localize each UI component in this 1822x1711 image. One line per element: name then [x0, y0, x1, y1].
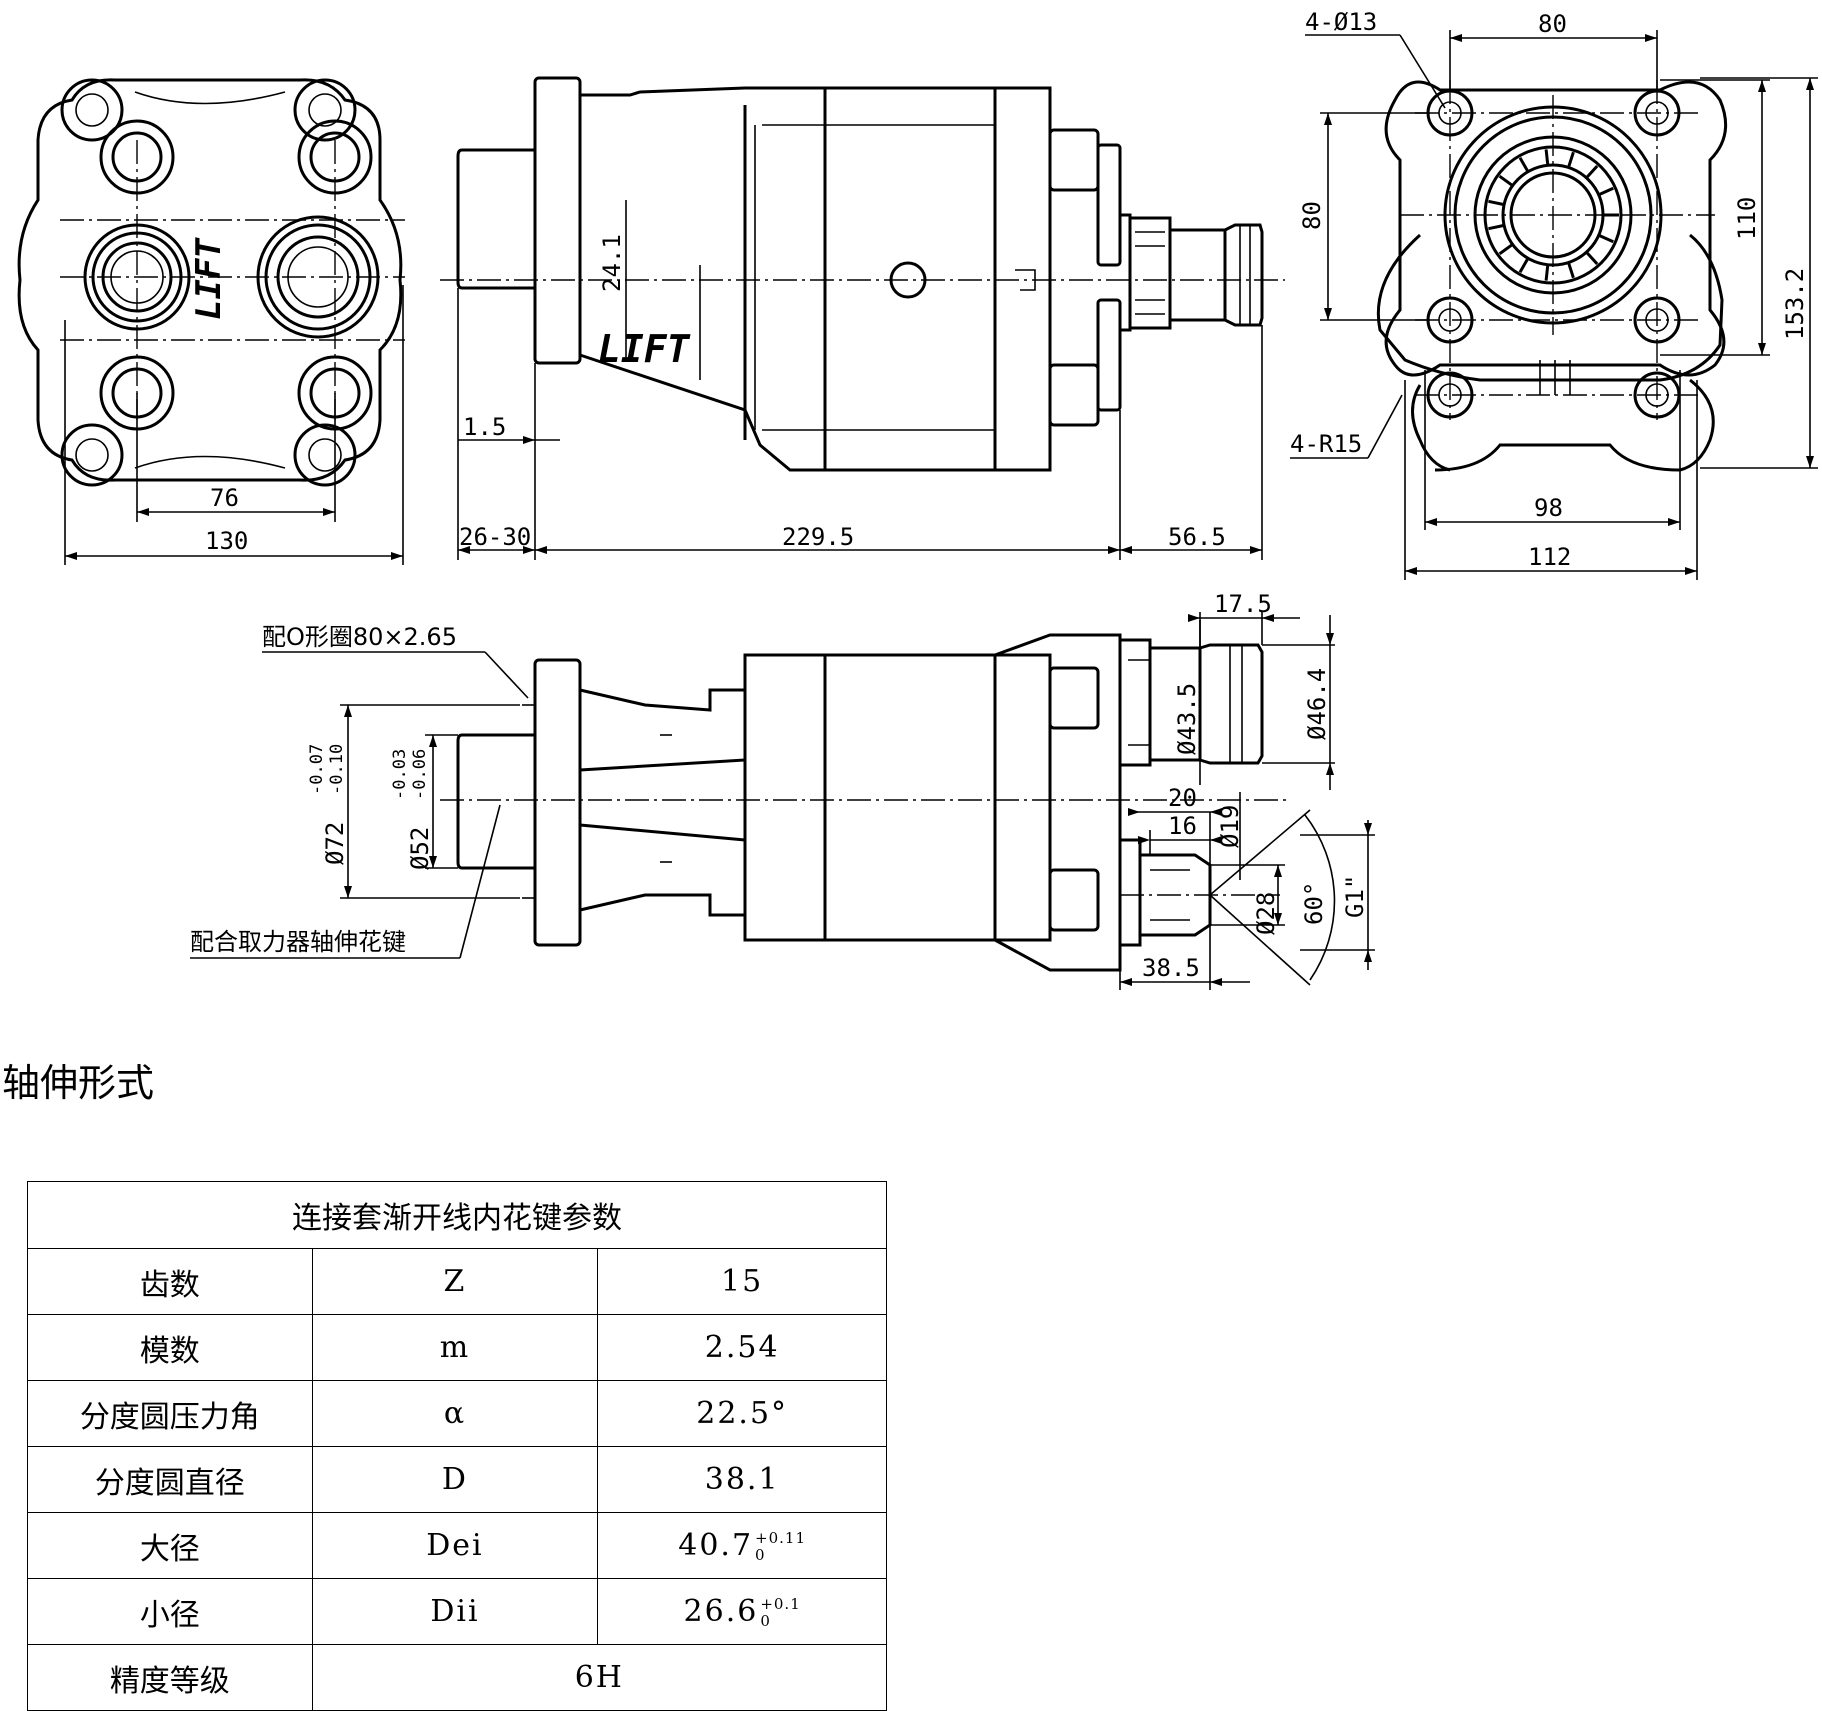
spline-tooth: [1518, 157, 1530, 173]
dim-angle: 60°: [1300, 882, 1328, 925]
dim-bottom-inner: 98: [1534, 494, 1563, 522]
param-value: 26.6: [683, 1593, 759, 1629]
spline-parameter-table: 连接套渐开线内花键参数 齿数 Z 15 模数 m 2.54 分度圆压力角 α 2…: [27, 1181, 888, 1711]
table-row: 齿数 Z 15: [27, 1248, 887, 1315]
flange-view: 4-Ø13 4-R15 80 80 110 153.2 98: [1290, 8, 1818, 580]
table-row: 精度等级 6H: [27, 1644, 888, 1711]
tolerance-upper: +0.1: [760, 1594, 801, 1613]
spline-tooth: [1488, 223, 1505, 231]
tol-pilot-upper: -0.03: [390, 749, 410, 800]
param-name: 小径: [27, 1578, 313, 1645]
label-spline: 配合取力器轴伸花键: [190, 928, 406, 956]
param-name: 分度圆压力角: [27, 1380, 313, 1447]
table-title: 连接套渐开线内花键参数: [27, 1181, 887, 1249]
table-row: 分度圆压力角 α 22.5°: [27, 1380, 887, 1447]
dim-port-len: 17.5: [1214, 590, 1272, 618]
spline-tooth: [1567, 151, 1575, 168]
front-view: LIFT 76 130: [17, 78, 405, 565]
spline-tooth: [1585, 164, 1599, 179]
front-logo: LIFT: [189, 237, 229, 320]
dim-flange-dia: Ø72: [321, 822, 349, 865]
dim-dia28: Ø28: [1252, 892, 1280, 935]
spline-tooth: [1598, 233, 1614, 244]
param-name: 大径: [27, 1512, 313, 1579]
side-view: LIFT 24.1 1.5 26-30 229.5 56.5: [440, 76, 1285, 560]
side-logo: LIFT: [598, 327, 691, 371]
dim-top: 80: [1538, 10, 1567, 38]
param-symbol: m: [311, 1314, 599, 1381]
spline-tooth: [1567, 262, 1575, 279]
tolerance-lower: 0: [760, 1611, 771, 1630]
dim-20: 20: [1168, 784, 1197, 812]
spline-tooth: [1488, 199, 1505, 207]
spline-tooth: [1518, 257, 1530, 273]
dim-offset: 24.1: [598, 234, 626, 292]
spline-tooth: [1498, 174, 1514, 187]
dim-thread: G1": [1341, 875, 1369, 918]
tol-flange-upper: -0.07: [307, 744, 327, 795]
dim-right-inner: 110: [1733, 197, 1761, 240]
param-name: 精度等级: [27, 1644, 313, 1711]
tol-flange-lower: -0.10: [327, 744, 347, 795]
param-value: 40.7: [678, 1527, 754, 1563]
spline-tooth: [1498, 243, 1514, 256]
dim-port-length: 56.5: [1168, 523, 1226, 551]
dim-bottom-outer: 112: [1528, 543, 1571, 571]
param-symbol: Dii: [311, 1578, 599, 1645]
label-oring: 配O形圈80×2.65: [262, 623, 457, 651]
param-symbol: α: [311, 1380, 599, 1447]
tolerance-upper: +0.11: [755, 1528, 807, 1547]
param-value: 38.1: [597, 1446, 887, 1513]
table-row: 模数 m 2.54: [27, 1314, 887, 1381]
engineering-drawing: LIFT 76 130: [17, 8, 1818, 990]
label-holes: 4-Ø13: [1305, 8, 1377, 36]
param-value: 2.54: [597, 1314, 887, 1381]
dim-38-5: 38.5: [1142, 954, 1200, 982]
spline-tooth: [1585, 251, 1599, 266]
table-row: 分度圆直径 D 38.1: [27, 1446, 887, 1513]
dim-port-dia-inner: Ø43.5: [1173, 683, 1201, 755]
table-title-row: 连接套渐开线内花键参数: [27, 1181, 887, 1249]
dim-flange-gap: 1.5: [463, 413, 506, 441]
param-value: 22.5°: [597, 1380, 887, 1447]
param-symbol: Dei: [311, 1512, 599, 1579]
param-name: 齿数: [27, 1248, 313, 1315]
param-name: 模数: [27, 1314, 313, 1381]
spline-tooth: [1598, 186, 1614, 197]
dim-dia19: Ø19: [1216, 805, 1244, 848]
label-radius: 4-R15: [1290, 430, 1362, 458]
dim-16: 16: [1168, 812, 1197, 840]
tolerance-lower: 0: [755, 1545, 766, 1564]
dim-body-length: 229.5: [782, 523, 854, 551]
dim-right-outer: 153.2: [1781, 268, 1809, 340]
spline-tooth: [1544, 264, 1550, 281]
dim-shaft-length: 26-30: [459, 523, 531, 551]
param-name: 分度圆直径: [27, 1446, 313, 1513]
param-value: 15: [597, 1248, 887, 1315]
param-value: 6H: [311, 1644, 888, 1711]
section-view: 配O形圈80×2.65 配合取力器轴伸花键 Ø72 -0.07 -0.10 Ø5…: [190, 590, 1375, 990]
dim-pilot-dia: Ø52: [406, 827, 434, 870]
spline-teeth: [1488, 149, 1619, 281]
dim-port-dia-outer: Ø46.4: [1303, 668, 1331, 740]
dim-left: 80: [1298, 201, 1326, 230]
dim-width: 130: [205, 527, 248, 555]
param-symbol: Z: [311, 1248, 599, 1315]
spline-tooth: [1544, 149, 1550, 166]
param-symbol: D: [311, 1446, 599, 1513]
tol-pilot-lower: -0.06: [410, 749, 430, 800]
dim-bolt-spacing: 76: [210, 484, 239, 512]
section-heading: 轴伸形式: [2, 1061, 155, 1105]
